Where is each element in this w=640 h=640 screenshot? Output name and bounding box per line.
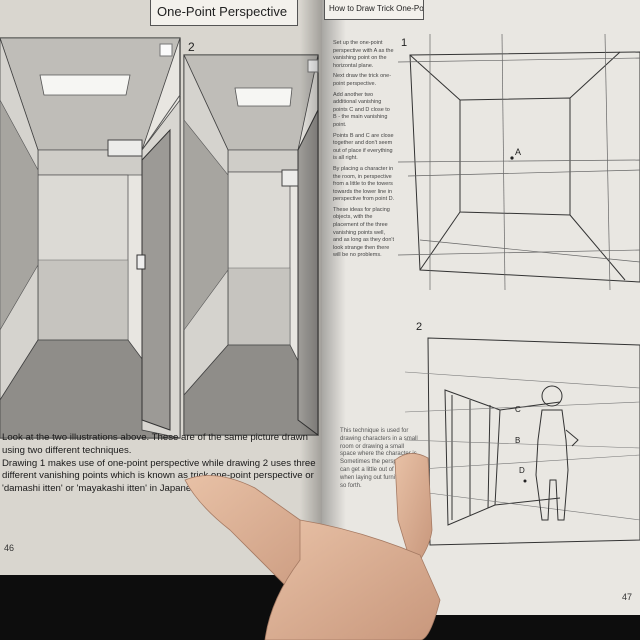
figure-label-2-right: 2 — [416, 321, 422, 333]
left-page-caption: Look at the two illustrations above. The… — [2, 432, 320, 496]
room-illustrations — [0, 37, 319, 439]
right-page — [322, 0, 640, 615]
side-text-paragraph: Points B and C are close together and do… — [333, 132, 394, 162]
illustration-1 — [0, 37, 181, 439]
palm — [264, 519, 441, 640]
caption-paragraph: Drawing 1 makes use of one-point perspec… — [2, 457, 316, 495]
page-gutter-shadow — [322, 0, 346, 615]
side-text-paragraph: These ideas for placing objects, with th… — [333, 206, 394, 259]
side-text-paragraph: Next draw the trick one-point perspectiv… — [333, 73, 392, 87]
caption-paragraph: Look at the two illustrations above. The… — [2, 432, 308, 456]
point-label-a: A — [515, 147, 521, 157]
page-number-left: 46 — [4, 543, 15, 553]
figure-label-2: 2 — [188, 40, 195, 54]
finger — [394, 453, 433, 561]
left-page-header: One-Point Perspective — [150, 0, 298, 26]
figure-label-1: 1 — [401, 37, 407, 49]
page-number-right: 47 — [622, 592, 633, 602]
right-page-side-text: Set up the one-point perspective with A … — [333, 40, 395, 263]
illustration-2 — [183, 54, 319, 436]
character-figure — [535, 385, 579, 521]
right-page-header: How to Draw Trick One-Point Perspective — [324, 0, 424, 20]
side-text-paragraph: By placing a character in the room, in p… — [333, 165, 395, 203]
right-page-bottom-note: This technique is used for drawing chara… — [340, 428, 419, 489]
point-label-d: D — [519, 466, 525, 475]
point-label-b: B — [515, 436, 520, 445]
side-text-paragraph: Set up the one-point perspective with A … — [333, 40, 394, 69]
point-label-c: C — [515, 405, 521, 414]
left-page: One-Point Perspective 2 Look at the two … — [0, 0, 330, 575]
side-text-paragraph: Add another two additional vanishing poi… — [333, 91, 390, 128]
